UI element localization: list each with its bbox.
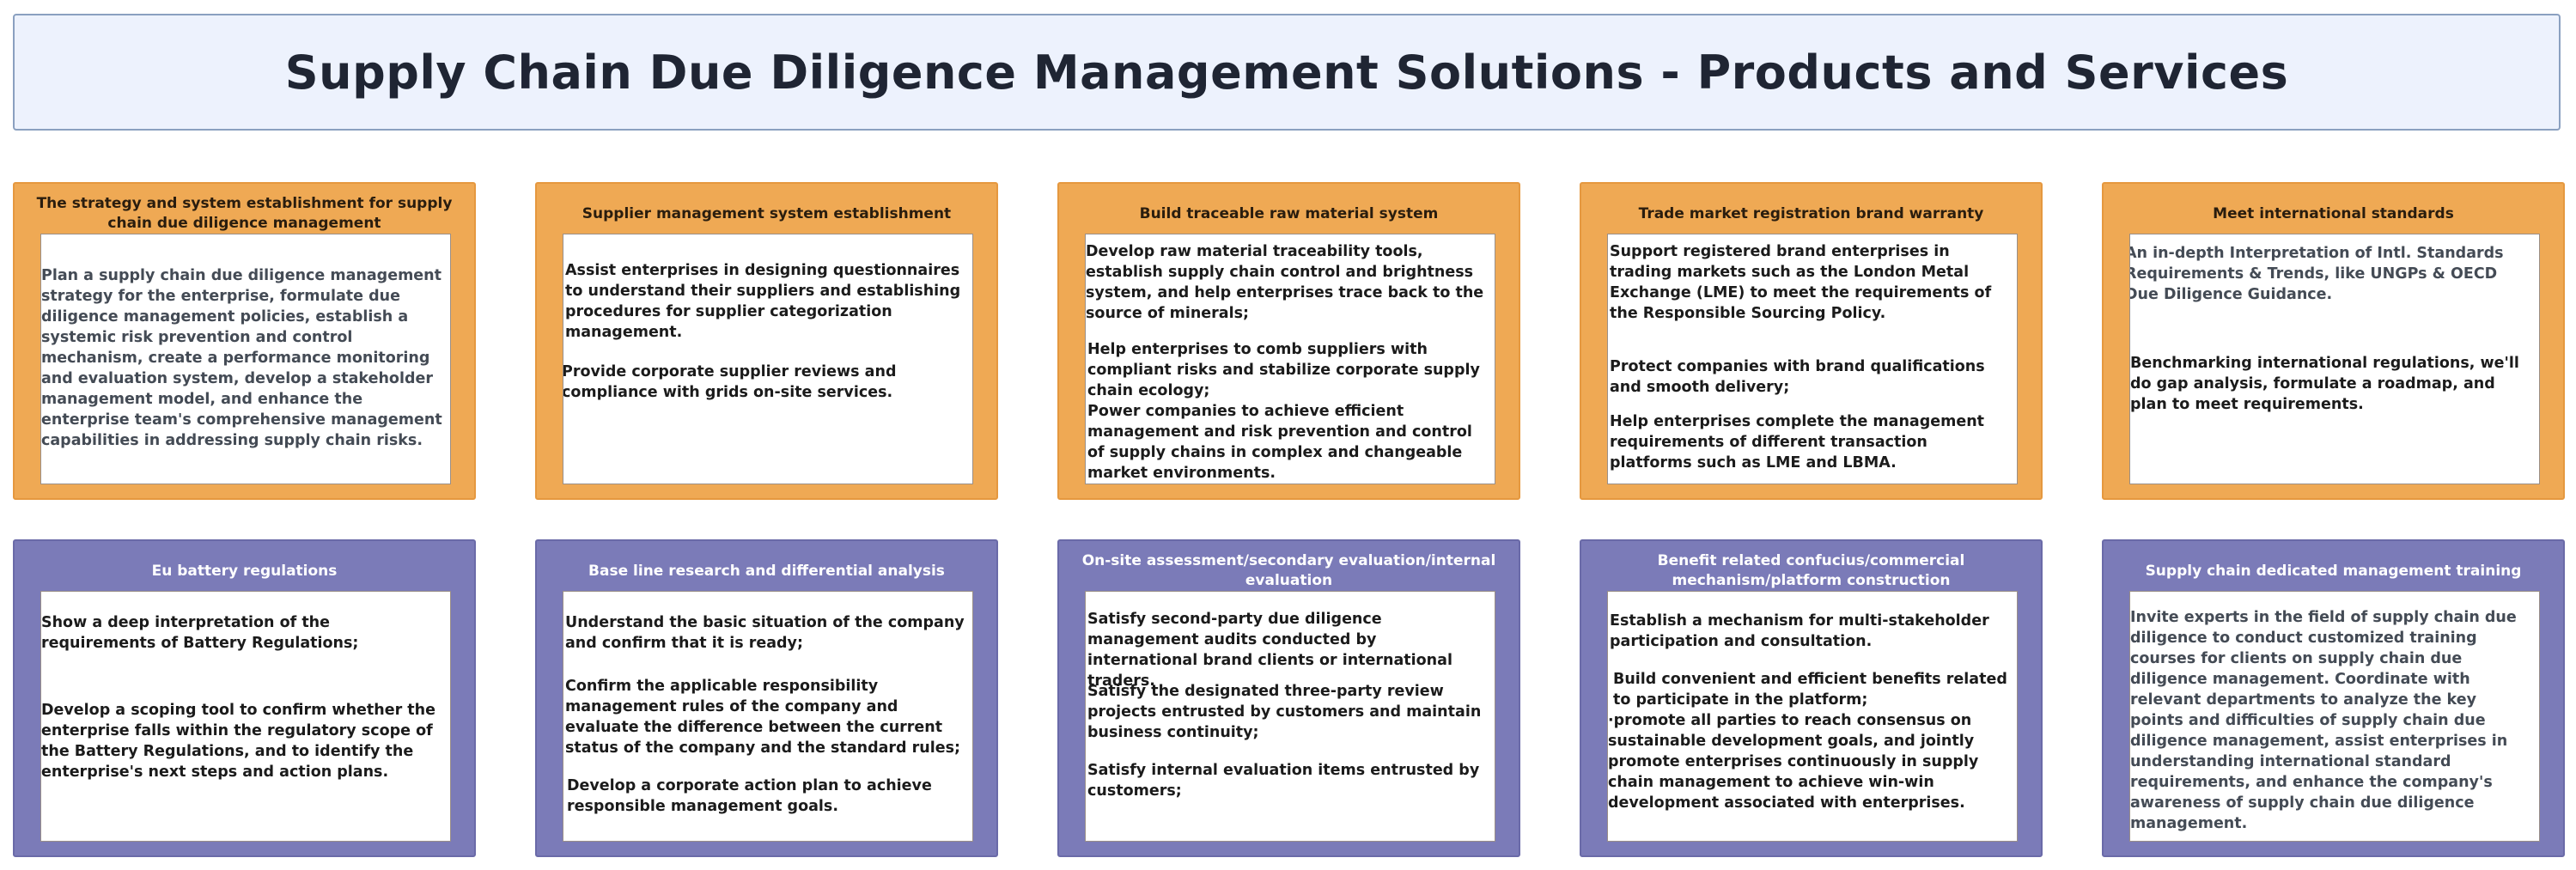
card-paragraph: Benchmarking international regulations, … (2130, 355, 2519, 413)
card-body: Assist enterprises in designing question… (563, 234, 973, 484)
card-header: Benefit related confucius/commercial mec… (1657, 552, 1965, 589)
card-paragraph: Build convenient and efficient benefits … (1613, 671, 2007, 709)
card-header: Build traceable raw material system (1139, 204, 1439, 222)
card-body: Support registered brand enterprises in … (1607, 234, 2018, 484)
card-paragraph: Establish a mechanism for multi-stakehol… (1610, 612, 1989, 650)
card-eu-battery-regulations: Eu battery regulations Show a deep inter… (13, 539, 476, 857)
page-title: Supply Chain Due Diligence Management So… (284, 45, 2289, 100)
card-paragraph: Show a deep interpretation of the requir… (41, 614, 359, 652)
card-international-standards: Meet international standards An in-depth… (2102, 182, 2565, 500)
card-paragraph: Satisfy the designated three-party revie… (1087, 683, 1482, 741)
card-paragraph: Provide corporate supplier reviews and c… (563, 363, 897, 401)
card-body: Develop raw material traceability tools,… (1085, 234, 1495, 484)
card-benefit-mechanism: Benefit related confucius/commercial mec… (1580, 539, 2043, 857)
card-body: Plan a supply chain due diligence manage… (40, 234, 451, 484)
card-paragraph: Power companies to achieve efficient man… (1087, 403, 1472, 482)
card-paragraph: Develop raw material traceability tools,… (1086, 243, 1484, 322)
card-body: Invite experts in the field of supply ch… (2129, 591, 2540, 842)
card-supplier-management: Supplier management system establishment… (535, 182, 998, 500)
card-paragraph: Protect companies with brand qualificati… (1610, 358, 1985, 396)
title-banner: Supply Chain Due Diligence Management So… (13, 14, 2561, 131)
card-management-training: Supply chain dedicated management traini… (2102, 539, 2565, 857)
card-brand-warranty: Trade market registration brand warranty… (1580, 182, 2043, 500)
card-header: Base line research and differential anal… (588, 562, 945, 580)
card-paragraph: Support registered brand enterprises in … (1610, 243, 1992, 322)
card-paragraph: Help enterprises complete the management… (1610, 413, 1985, 472)
card-paragraph: Confirm the applicable responsibility ma… (565, 678, 961, 757)
card-body: Show a deep interpretation of the requir… (40, 591, 451, 842)
card-header: Supply chain dedicated management traini… (2145, 562, 2522, 580)
card-paragraph: Develop a scoping tool to confirm whethe… (41, 702, 435, 781)
card-body: Understand the basic situation of the co… (563, 591, 973, 842)
card-body: Satisfy second-party due diligence manag… (1085, 591, 1495, 842)
card-onsite-assessment: On-site assessment/secondary evaluation/… (1057, 539, 1520, 857)
card-header: Supplier management system establishment (582, 204, 952, 222)
card-baseline-research: Base line research and differential anal… (535, 539, 998, 857)
card-strategy-system: The strategy and system establishment fo… (13, 182, 476, 500)
card-paragraph: ·promote all parties to reach consensus … (1608, 712, 1979, 812)
card-paragraph: Develop a corporate action plan to achie… (567, 777, 932, 815)
card-traceable-raw-material: Build traceable raw material system Deve… (1057, 182, 1520, 500)
card-header: Eu battery regulations (151, 562, 338, 580)
card-body: An in-depth Interpretation of Intl. Stan… (2129, 234, 2540, 484)
card-paragraph: Plan a supply chain due diligence manage… (41, 267, 442, 449)
card-paragraph: Help enterprises to comb suppliers with … (1087, 341, 1480, 399)
card-header: The strategy and system establishment fo… (36, 195, 453, 232)
card-paragraph: An in-depth Interpretation of Intl. Stan… (2129, 245, 2504, 303)
card-paragraph: Invite experts in the field of supply ch… (2130, 609, 2517, 832)
card-paragraph: Understand the basic situation of the co… (565, 614, 965, 652)
card-header: On-site assessment/secondary evaluation/… (1081, 552, 1496, 589)
card-header: Trade market registration brand warranty (1638, 204, 1984, 222)
card-paragraph: Satisfy second-party due diligence manag… (1087, 611, 1452, 690)
card-body: Establish a mechanism for multi-stakehol… (1607, 591, 2018, 842)
card-paragraph: Satisfy internal evaluation items entrus… (1087, 762, 1480, 800)
card-paragraph: Assist enterprises in designing question… (565, 262, 961, 341)
card-header: Meet international standards (2213, 204, 2454, 222)
